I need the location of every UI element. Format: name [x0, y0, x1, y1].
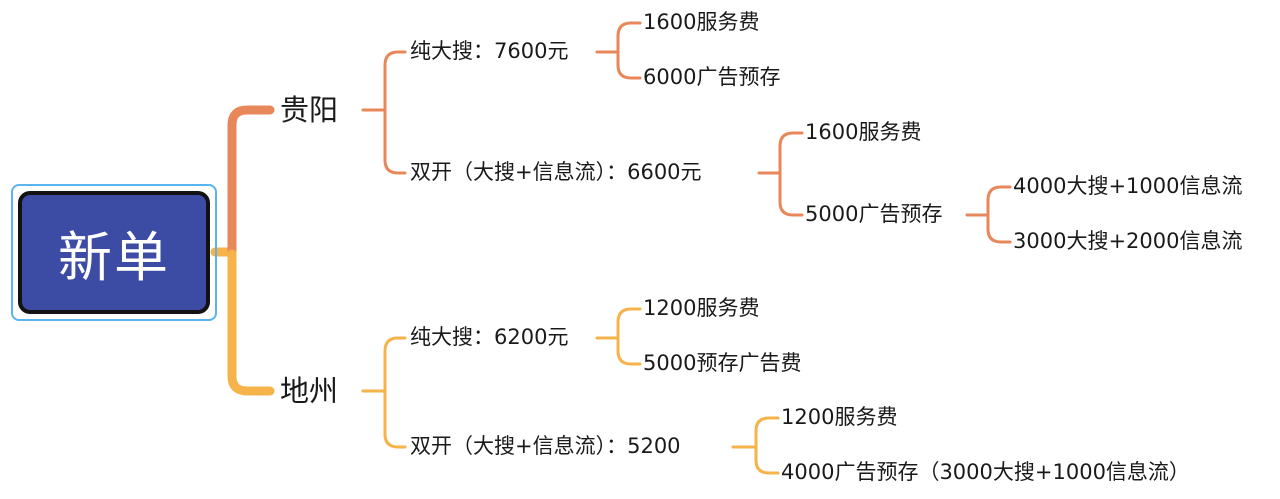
topic-guiyang-pure-search[interactable]: 纯大搜：7600元 — [410, 39, 569, 63]
root-node[interactable]: 新单 — [18, 191, 210, 314]
topic-guiyang-dual[interactable]: 双开（大搜+信息流）：6600元 — [410, 160, 702, 184]
topic-guiyang-dual-service-fee[interactable]: 1600服务费 — [805, 120, 922, 144]
root-node-selection[interactable]: 新单 — [11, 184, 217, 321]
connector-gdd-a — [986, 185, 1012, 217]
connector-dizhou-dual — [383, 389, 407, 449]
connector-root-dizhou — [227, 249, 275, 396]
connector-dp-deposit — [616, 336, 642, 366]
connector-root-guiyang — [227, 105, 275, 255]
topic-guiyang-split-a[interactable]: 4000大搜+1000信息流 — [1013, 174, 1243, 198]
branch-node-dizhou[interactable]: 地州 — [280, 374, 339, 408]
topic-dizhou-dual-service-fee[interactable]: 1200服务费 — [781, 405, 898, 429]
topic-guiyang-split-b[interactable]: 3000大搜+2000信息流 — [1013, 229, 1243, 253]
connector-guiyang-pure — [383, 50, 407, 112]
connector-guiyang-dual — [383, 108, 407, 175]
topic-guiyang-pure-service-fee[interactable]: 1600服务费 — [643, 10, 760, 34]
connector-gp-deposit — [616, 50, 642, 80]
topic-dizhou-pure-search[interactable]: 纯大搜：6200元 — [410, 325, 569, 349]
connector-dp-service — [616, 307, 642, 340]
branch-node-guiyang[interactable]: 贵阳 — [280, 93, 339, 127]
topic-dizhou-dual[interactable]: 双开（大搜+信息流）：5200 — [410, 434, 681, 458]
connector-gd-service — [778, 131, 804, 175]
topic-dizhou-pure-service-fee[interactable]: 1200服务费 — [643, 296, 760, 320]
connector-dd-deposit — [754, 445, 780, 475]
connector-gd-deposit — [778, 171, 804, 217]
topic-guiyang-dual-ad-deposit[interactable]: 5000广告预存 — [805, 202, 943, 226]
connector-dd-service — [754, 416, 780, 449]
root-node-label: 新单 — [58, 226, 170, 289]
topic-dizhou-pure-ad-deposit[interactable]: 5000预存广告费 — [643, 351, 802, 375]
connector-dizhou-pure — [383, 336, 407, 393]
connector-gp-service — [616, 21, 642, 54]
connector-gdd-b — [986, 213, 1012, 244]
topic-guiyang-pure-ad-deposit[interactable]: 6000广告预存 — [643, 65, 781, 89]
topic-dizhou-dual-ad-deposit[interactable]: 4000广告预存（3000大搜+1000信息流） — [781, 460, 1190, 484]
